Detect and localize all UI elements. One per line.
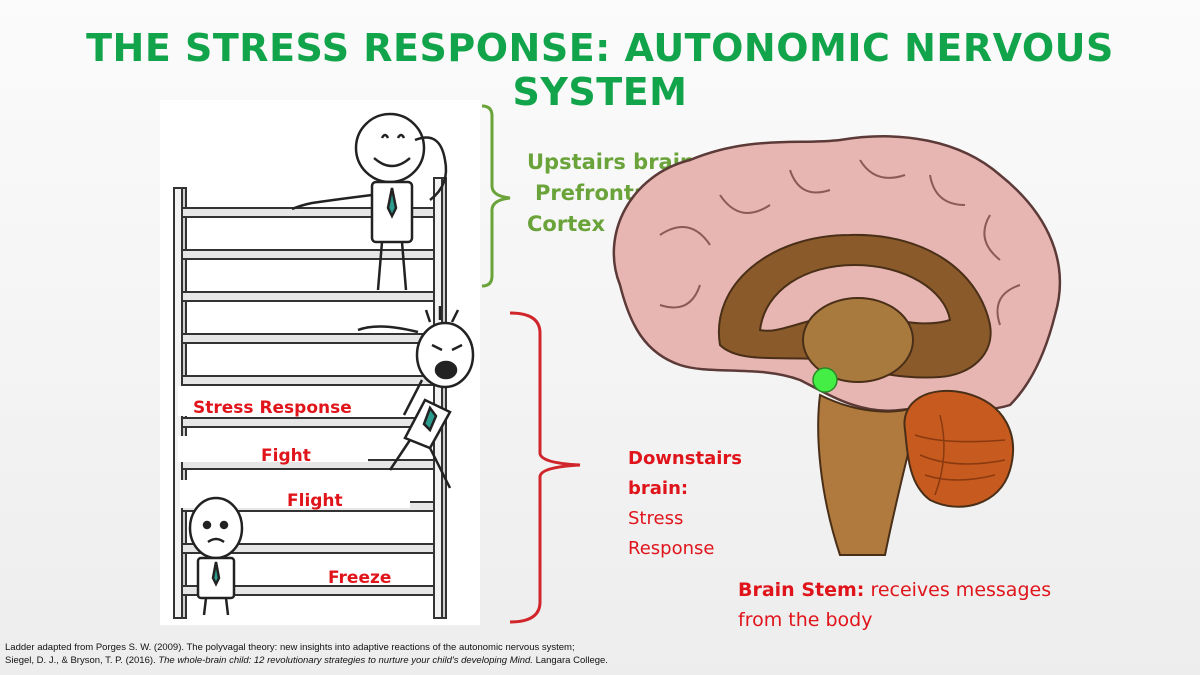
scared-stick-figure	[188, 496, 244, 616]
brain-stem-heading: Brain Stem:	[738, 579, 865, 601]
downstairs-line3: Stress	[628, 508, 684, 529]
ladder-label-stress-response: Stress Response	[193, 398, 352, 418]
upstairs-line3: Cortex	[527, 212, 606, 236]
citation-line2-italic: The whole-brain child: 12 revolutionary …	[158, 655, 533, 666]
downstairs-line2: brain:	[628, 478, 689, 499]
amygdala-highlight	[812, 367, 838, 393]
upstairs-bracket	[481, 104, 511, 288]
bracket-graphics	[481, 104, 581, 624]
ladder-label-fight: Fight	[261, 446, 311, 466]
ladder-label-flight: Flight	[287, 491, 343, 511]
citation-line2-pre: Siegel, D. J., & Bryson, T. P. (2016).	[5, 655, 159, 666]
downstairs-brain-label: Downstairs brain: Stress Response	[628, 444, 742, 564]
slide-title: THE STRESS RESPONSE: AUTONOMIC NERVOUS S…	[86, 26, 1114, 114]
brain-stem-text2: from the body	[738, 609, 873, 631]
happy-stick-figure	[291, 112, 448, 291]
ladder-illustration	[160, 100, 480, 625]
citation-line2: Siegel, D. J., & Bryson, T. P. (2016). T…	[5, 654, 1195, 667]
angry-stick-figure	[357, 306, 475, 489]
brain-stem-label: Brain Stem: receives messages from the b…	[738, 575, 1098, 635]
citation-footer: Ladder adapted from Porges S. W. (2009).…	[5, 641, 1195, 667]
downstairs-line1: Downstairs	[628, 448, 742, 469]
brain-stem-text1: receives messages	[870, 579, 1052, 601]
brain-illustration	[612, 135, 1062, 556]
citation-line1: Ladder adapted from Porges S. W. (2009).…	[5, 642, 575, 653]
downstairs-line4: Response	[628, 538, 715, 559]
citation-line2-post: Langara College.	[532, 655, 608, 666]
ladder-label-freeze: Freeze	[328, 568, 392, 588]
downstairs-bracket	[509, 311, 581, 624]
